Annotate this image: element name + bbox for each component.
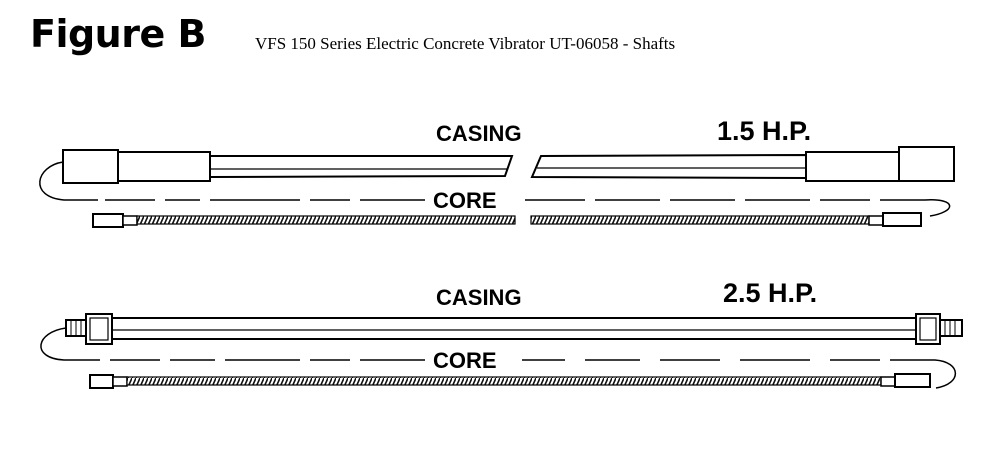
core-cable-right bbox=[530, 215, 870, 225]
core-cable bbox=[126, 376, 882, 386]
casing-right-ferrule bbox=[805, 151, 900, 182]
core-right-tip bbox=[882, 212, 922, 227]
casing-right-fitting bbox=[898, 146, 955, 182]
core-label-1: CORE bbox=[433, 188, 497, 213]
casing-tube-left bbox=[209, 155, 514, 179]
core-1 bbox=[92, 212, 922, 228]
core-cable-left bbox=[136, 215, 516, 225]
core-left-tip bbox=[89, 374, 114, 389]
casing-2 bbox=[65, 313, 963, 345]
casing-tube bbox=[111, 317, 917, 340]
casing-tube-right bbox=[530, 153, 807, 180]
casing-1 bbox=[62, 146, 955, 184]
casing-label-2: CASING bbox=[436, 285, 522, 310]
rating-label-2: 2.5 H.P. bbox=[723, 278, 817, 308]
casing-left-ferrule bbox=[117, 151, 211, 182]
core-right-tip bbox=[894, 373, 931, 388]
core-label-2: CORE bbox=[433, 348, 497, 373]
figure-title: Figure B bbox=[30, 12, 206, 56]
core-guide-2 bbox=[40, 327, 956, 389]
shaft-1-5hp: CASING 1.5 H.P. bbox=[39, 116, 955, 228]
shaft-2-5hp: CASING 2.5 H.P. bbox=[40, 278, 963, 389]
casing-left-fitting bbox=[62, 149, 119, 184]
rating-label-1: 1.5 H.P. bbox=[717, 116, 811, 146]
casing-label-1: CASING bbox=[436, 121, 522, 146]
casing-right-thread bbox=[939, 319, 963, 337]
figure-subtitle: VFS 150 Series Electric Concrete Vibrato… bbox=[255, 34, 676, 53]
core-2 bbox=[89, 373, 931, 389]
core-guide-1 bbox=[39, 161, 951, 217]
core-left-tip bbox=[92, 213, 124, 228]
